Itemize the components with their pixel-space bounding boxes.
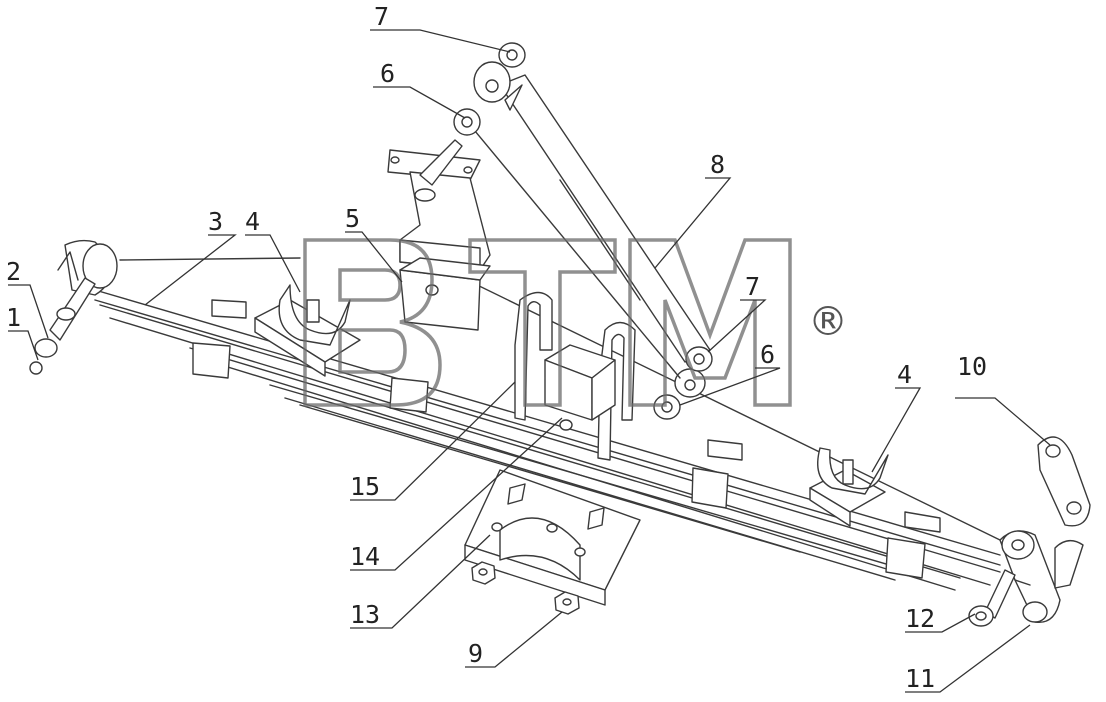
nuts [471,561,580,615]
callout-5: 5 [345,204,360,233]
leader-lines [8,29,1051,693]
callout-4-right: 4 [897,360,912,389]
callout-12: 12 [905,604,935,633]
callout-4-left: 4 [245,207,260,236]
callout-11: 11 [905,664,935,693]
callout-13: 13 [350,600,380,629]
axle-pad [464,469,641,606]
callout-6-lower: 6 [760,340,775,369]
registered-mark: ® [808,299,848,345]
callout-6-upper: 6 [380,59,395,88]
callout-9: 9 [468,639,483,668]
left-spring-eye [57,239,118,296]
callout-8: 8 [710,150,725,179]
axle-bracket-block [399,257,491,331]
callout-15: 15 [350,472,380,501]
callout-7-lower: 7 [745,272,760,301]
shock-absorber [469,61,711,398]
callout-7-upper: 7 [374,2,389,31]
spring-seat-left [254,284,361,377]
spring-seat-right [809,447,889,527]
callout-labels: 1 2 3 4 4 5 6 6 7 7 8 9 10 11 12 13 14 1… [6,2,987,693]
shackle-plate [1037,436,1091,527]
left-spring-pin [29,277,96,375]
callout-3: 3 [208,207,223,236]
callout-1: 1 [6,303,21,332]
right-spring-pin [968,569,1031,627]
watermark: ® [303,238,848,407]
lower-bushing-washers [653,346,713,420]
callout-2: 2 [6,257,21,286]
callout-14: 14 [350,542,380,571]
upper-bracket [387,139,491,271]
right-shackle [999,530,1084,624]
callout-10: 10 [957,352,987,381]
